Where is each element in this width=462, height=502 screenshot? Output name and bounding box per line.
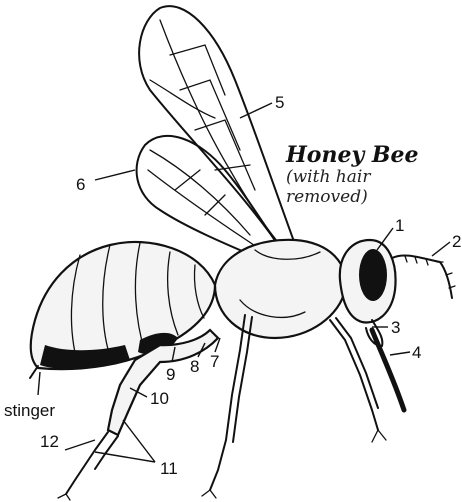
label-stinger: stinger bbox=[4, 401, 55, 420]
label-6: 6 bbox=[76, 175, 85, 194]
thorax bbox=[215, 240, 346, 338]
compound-eye bbox=[359, 249, 387, 301]
diagram-title: Honey Bee bbox=[285, 142, 418, 168]
proboscis bbox=[372, 330, 404, 410]
forewing bbox=[139, 6, 300, 262]
label-5: 5 bbox=[275, 93, 284, 112]
label-1: 1 bbox=[395, 216, 404, 235]
subtitle-line-1: (with hair bbox=[286, 167, 371, 187]
label-12: 12 bbox=[40, 432, 59, 451]
label-8: 8 bbox=[190, 357, 199, 376]
front-leg bbox=[330, 318, 386, 442]
label-3: 3 bbox=[391, 318, 400, 337]
label-9: 9 bbox=[166, 365, 175, 384]
label-2: 2 bbox=[452, 232, 461, 251]
label-11: 11 bbox=[160, 459, 178, 478]
label-4: 4 bbox=[412, 343, 421, 362]
stinger-tip bbox=[30, 366, 38, 378]
head bbox=[340, 240, 396, 346]
subtitle-line-2: removed) bbox=[286, 187, 368, 207]
label-7: 7 bbox=[210, 352, 219, 371]
label-10: 10 bbox=[150, 389, 169, 408]
